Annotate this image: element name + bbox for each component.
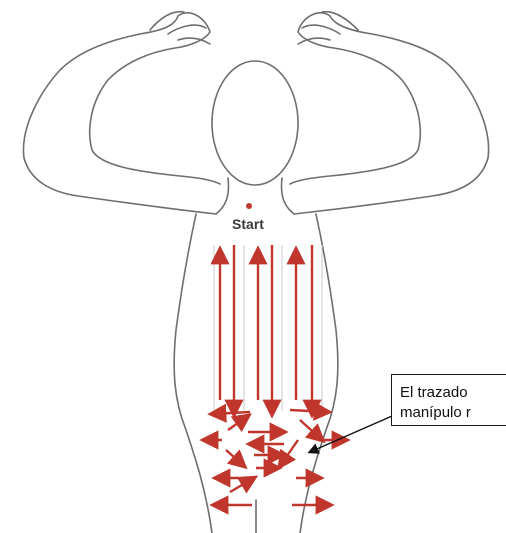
callout-box: El trazado manípulo r — [391, 374, 506, 426]
neck-outline — [216, 178, 294, 214]
right-hand-outline — [298, 12, 358, 44]
start-point — [246, 203, 252, 209]
left-arm-outline — [23, 13, 220, 214]
torso-outline — [174, 214, 338, 533]
vertical-arrows — [220, 245, 312, 414]
left-hand-outline — [150, 12, 210, 44]
arrow-lb-14 — [230, 478, 254, 492]
callout-line-2: manípulo r — [400, 403, 506, 423]
head-outline — [212, 61, 298, 185]
arrow-lb-5 — [300, 420, 322, 440]
arrow-lb-4 — [228, 416, 248, 430]
arrow-lb-1 — [212, 412, 250, 414]
start-label: Start — [222, 216, 274, 232]
lower-back-arrows — [204, 410, 346, 505]
callout-pointer — [310, 416, 392, 452]
arrow-lb-2 — [290, 410, 328, 412]
right-arm-outline — [290, 13, 489, 214]
arrow-lb-9 — [226, 450, 244, 466]
callout-line-1: El trazado — [400, 383, 506, 403]
spine-guides — [214, 245, 322, 410]
